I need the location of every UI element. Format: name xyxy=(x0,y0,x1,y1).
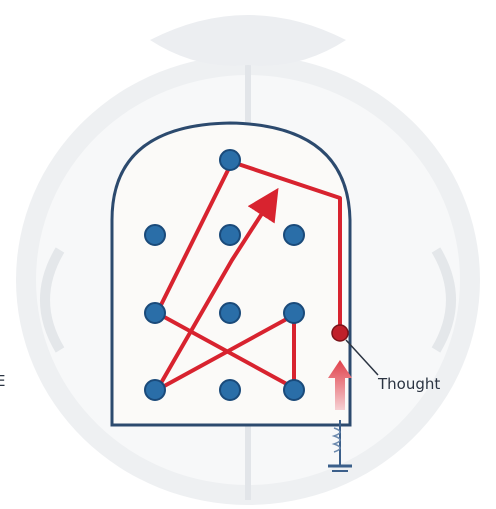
node-r3-c1 xyxy=(145,303,165,323)
left-edge-mark: E xyxy=(0,372,5,390)
node-r2-c3 xyxy=(284,225,304,245)
node-r2-c2 xyxy=(220,225,240,245)
node-r4-c3 xyxy=(284,380,304,400)
node-r4-c2 xyxy=(220,380,240,400)
node-r2-c1 xyxy=(145,225,165,245)
node-r3-c2 xyxy=(220,303,240,323)
node-r1-c2 xyxy=(220,150,240,170)
thought-label: Thought xyxy=(377,375,440,393)
node-r4-c1 xyxy=(145,380,165,400)
red-dot-icon xyxy=(332,325,348,341)
node-r3-c3 xyxy=(284,303,304,323)
